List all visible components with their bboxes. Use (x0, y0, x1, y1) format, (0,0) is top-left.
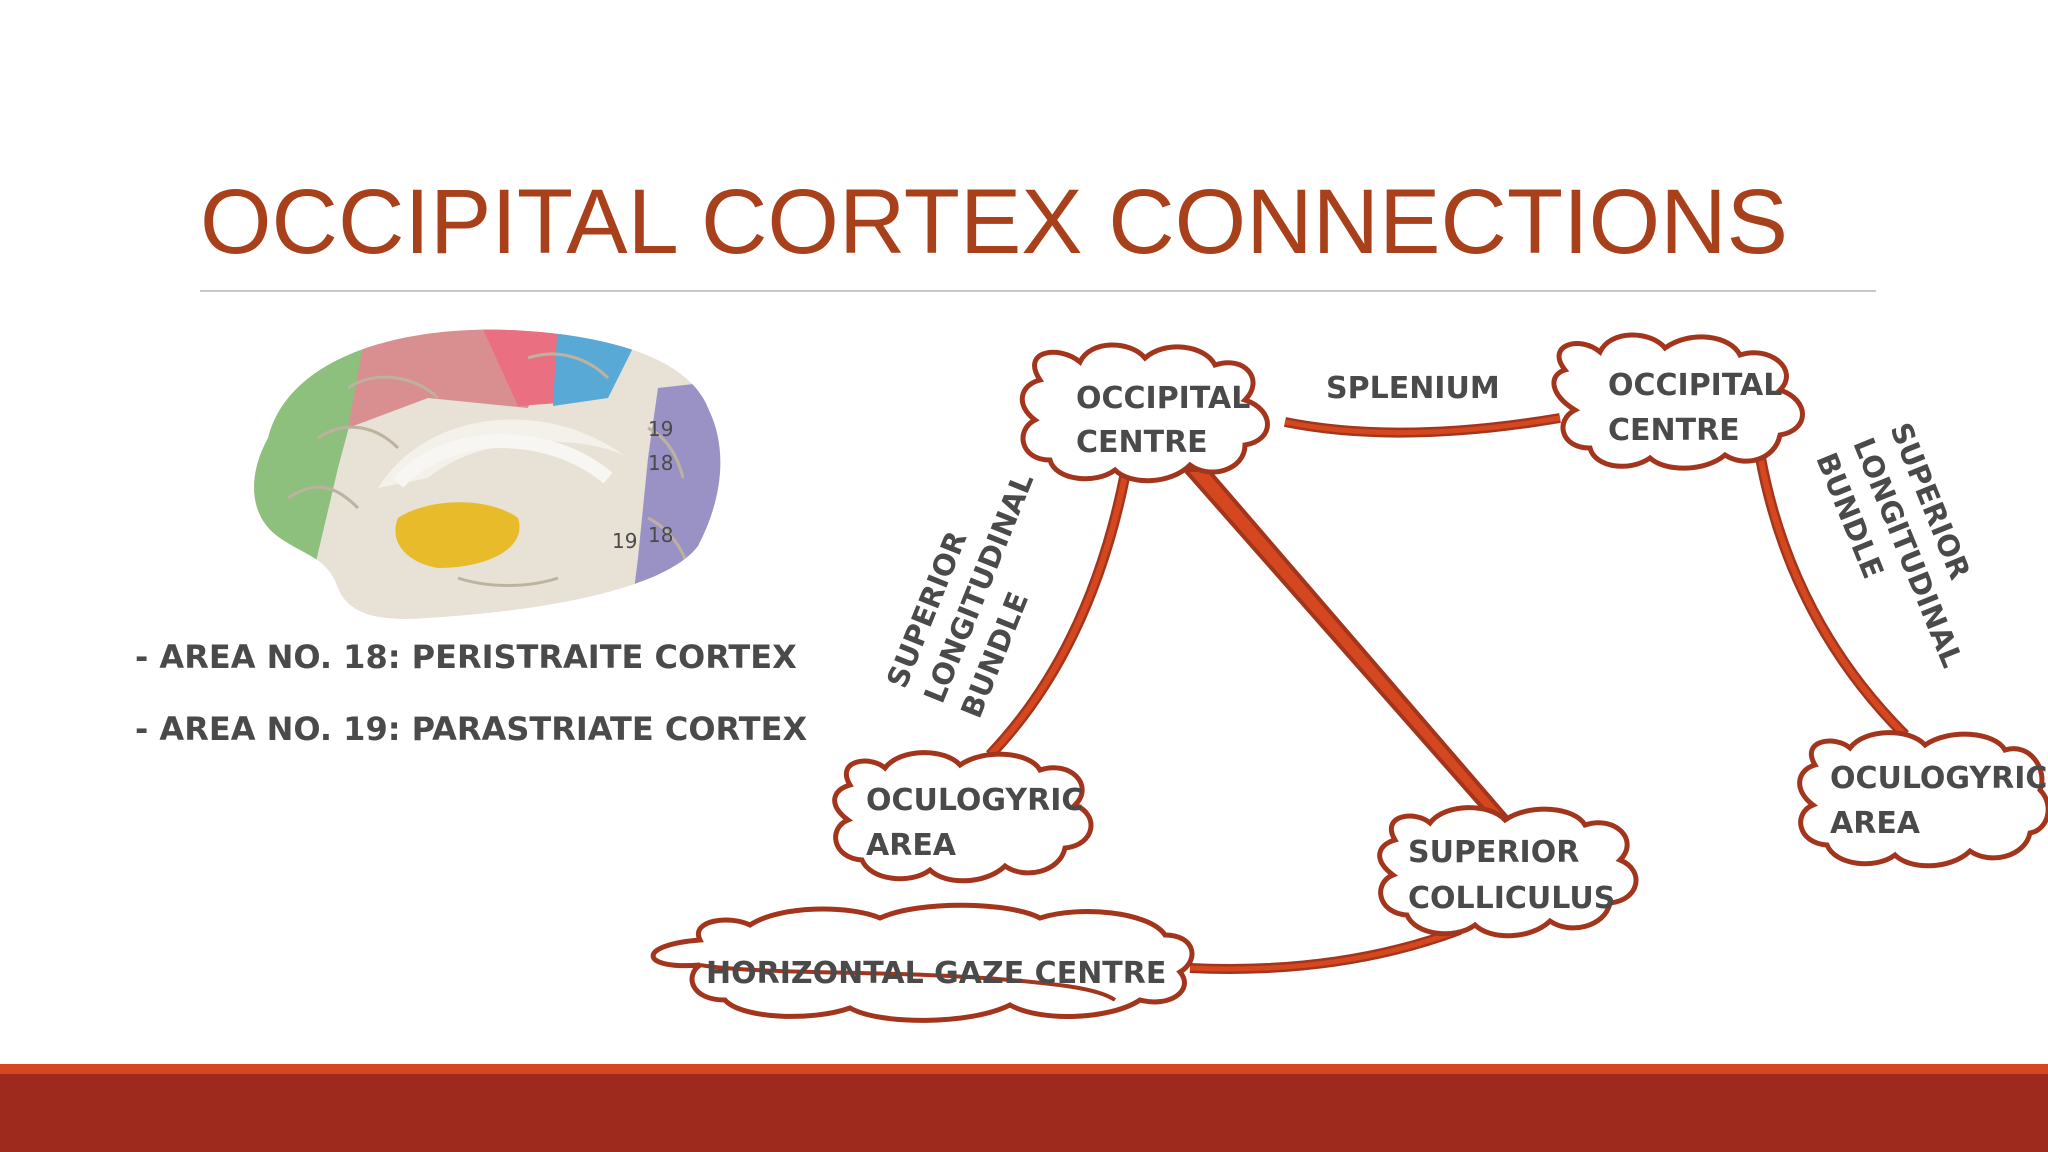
occipital-to-colliculus-connector (1180, 468, 1508, 825)
node-label: OCULOGYRIC (1830, 761, 2047, 796)
bullet-area-18: - AREA NO. 18: PERISTRAITE CORTEX (135, 638, 797, 676)
node-label: OCCIPITAL (1076, 381, 1250, 416)
brain-area-label: 19 (612, 529, 637, 553)
brain-area-label: 18 (648, 523, 673, 547)
cloud-occipital-centre-left: OCCIPITAL CENTRE (1019, 342, 1270, 484)
edge-label-splenium: SPLENIUM (1326, 371, 1500, 406)
node-label: SUPERIOR (1408, 835, 1579, 870)
bullet-area-19: - AREA NO. 19: PARASTRIATE CORTEX (135, 710, 808, 748)
cloud-horizontal-gaze-centre: HORIZONTAL GAZE CENTRE (650, 902, 1195, 1023)
node-label: CENTRE (1076, 425, 1208, 460)
node-label: CENTRE (1608, 413, 1740, 448)
brain-medial-view-image: 19 18 19 18 (254, 329, 721, 619)
brain-area-label: 18 (648, 451, 673, 475)
title-divider (200, 290, 1876, 292)
node-label: AREA (866, 828, 957, 863)
node-label: COLLICULUS (1408, 881, 1615, 916)
cloud-oculogyric-area-right: OCULOGYRIC AREA (1797, 730, 2048, 869)
node-label: AREA (1830, 806, 1921, 841)
brain-area-label: 19 (648, 417, 673, 441)
cloud-superior-colliculus: SUPERIOR COLLICULUS (1377, 805, 1639, 939)
footer-bar (0, 1074, 2048, 1152)
node-label: OCULOGYRIC (866, 783, 1083, 818)
footer-accent-line (0, 1064, 2048, 1074)
node-label: OCCIPITAL (1608, 368, 1782, 403)
slide-title: OCCIPITAL CORTEX CONNECTIONS (200, 171, 1789, 273)
node-label: HORIZONTAL GAZE CENTRE (706, 956, 1166, 991)
cloud-oculogyric-area-left: OCULOGYRIC AREA (832, 750, 1094, 884)
cloud-occipital-centre-right: OCCIPITAL CENTRE (1551, 332, 1805, 471)
